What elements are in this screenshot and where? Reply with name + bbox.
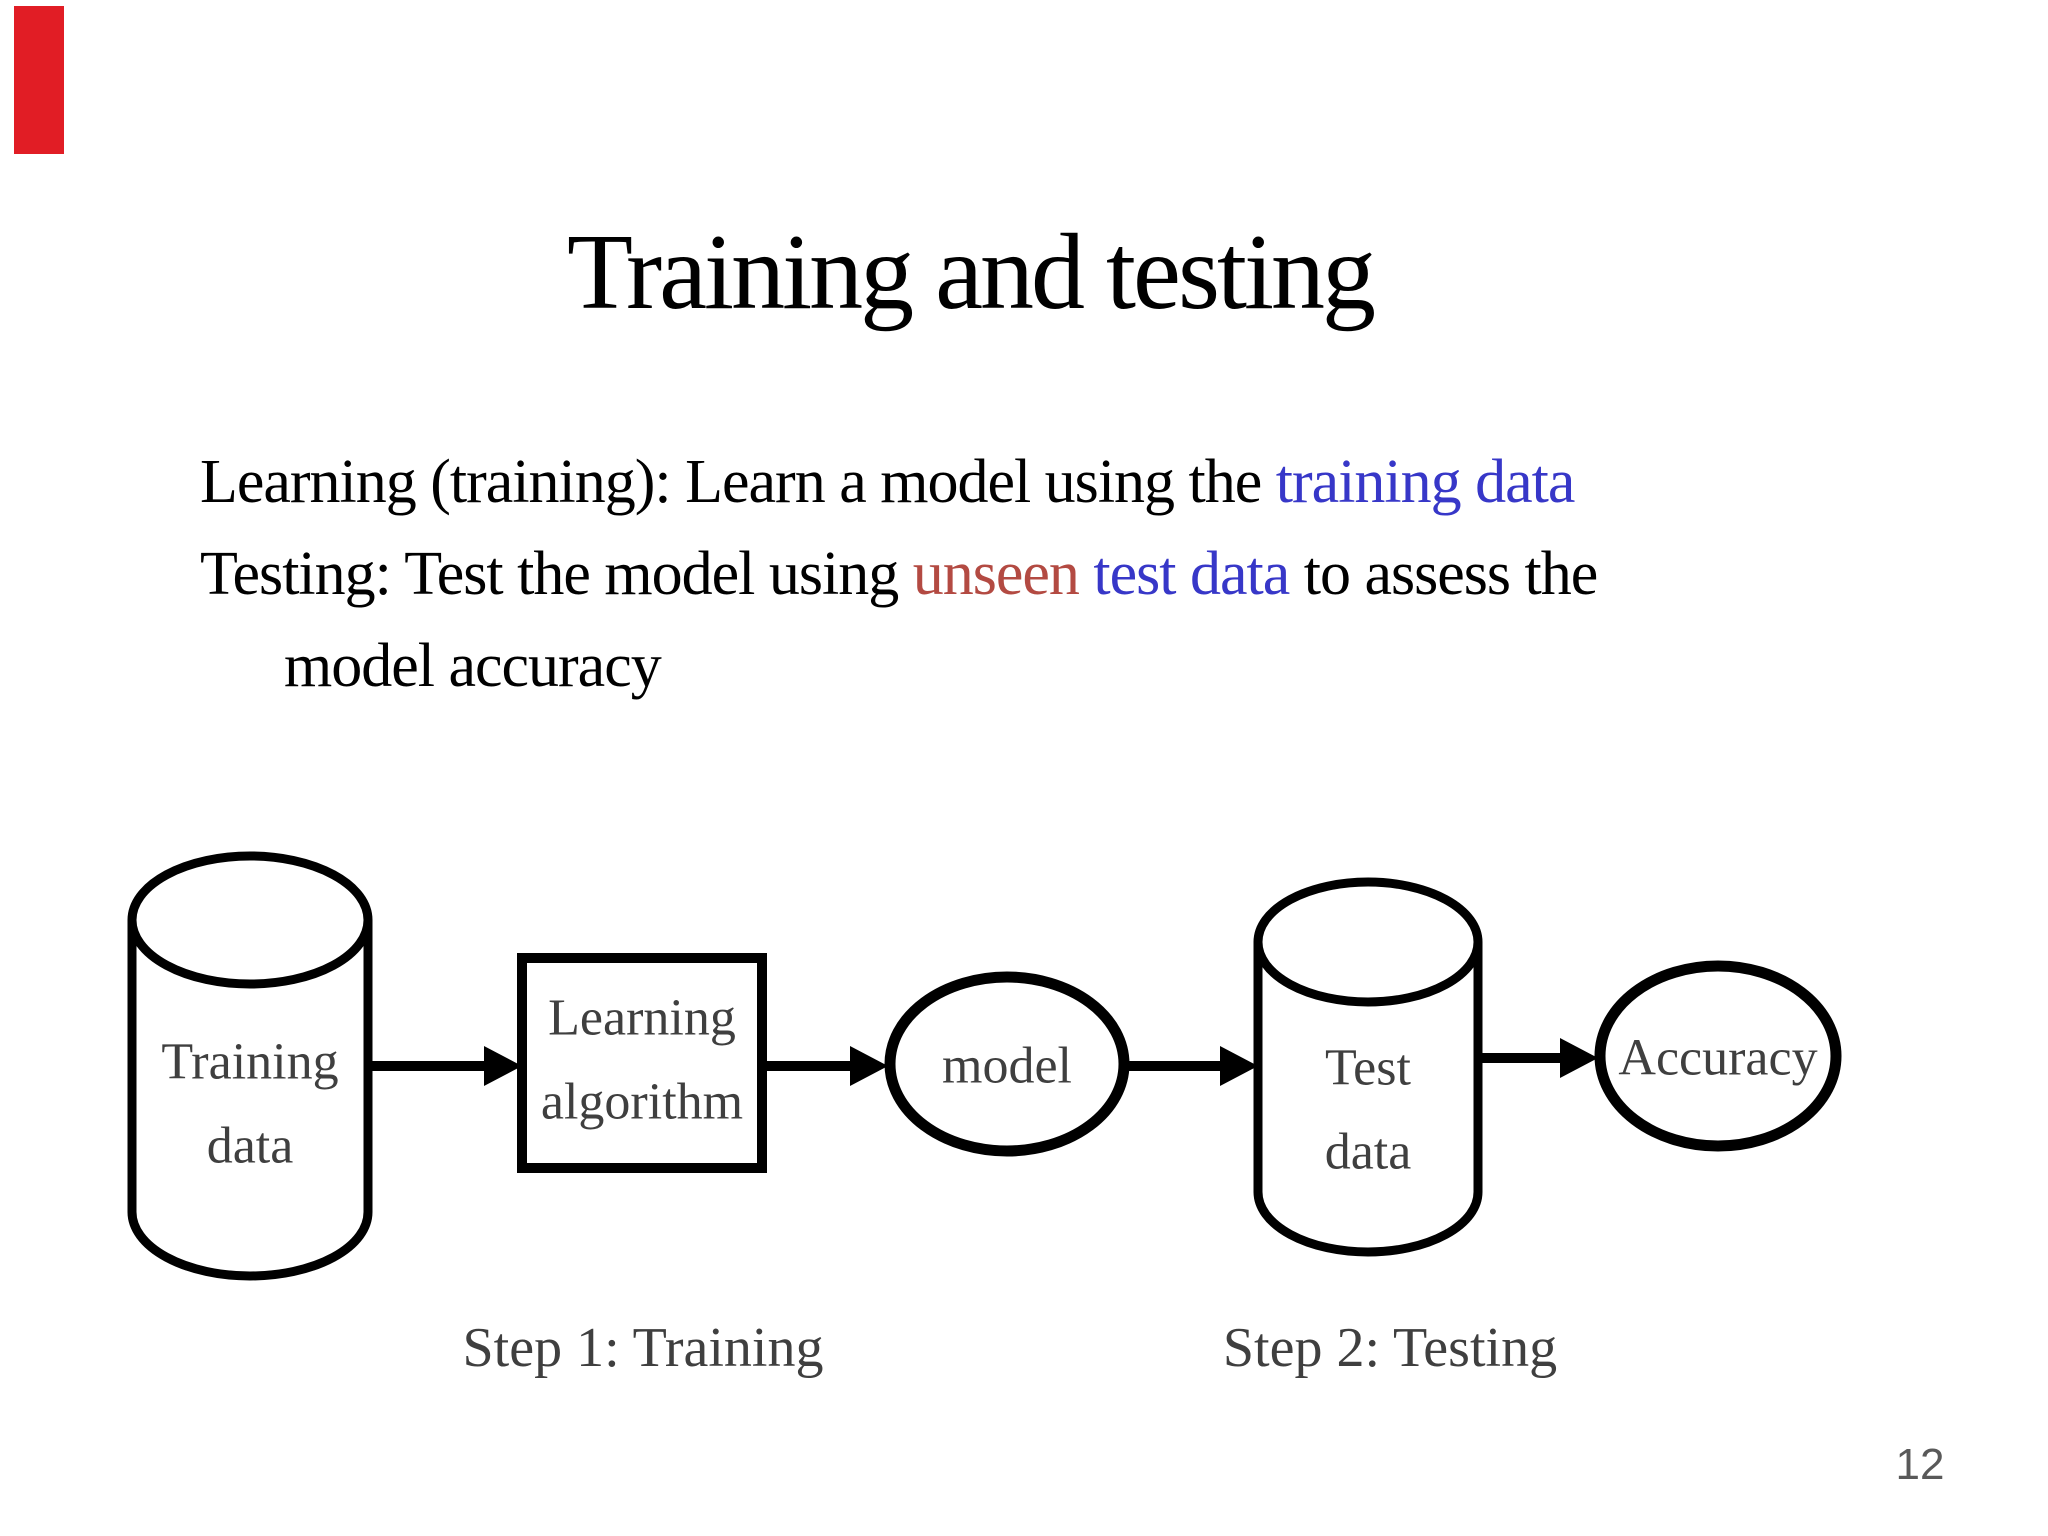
body-line-1: Learning (training): Learn a model using… <box>200 436 1920 528</box>
learning-algorithm-label-line1: Learning <box>548 990 736 1047</box>
model-label: model <box>942 1038 1072 1095</box>
node-learning-algorithm: Learning algorithm <box>517 953 767 1173</box>
learning-algorithm-label-line2: algorithm <box>541 1074 743 1131</box>
arrow-3-head <box>1220 1046 1258 1086</box>
training-data-label-line2: data <box>207 1118 294 1175</box>
accuracy-label: Accuracy <box>1618 1030 1817 1087</box>
page-number: 12 <box>1895 1440 1945 1489</box>
body-line-2: Testing: Test the model using unseen tes… <box>200 528 1920 620</box>
highlight-unseen: unseen <box>912 540 1080 608</box>
node-model: model <box>884 971 1130 1157</box>
body-line-1-text: Learning (training): Learn a model using… <box>200 448 1276 516</box>
test-data-label-line2: data <box>1325 1124 1412 1181</box>
training-data-cylinder-body <box>127 920 373 1281</box>
highlight-training-data: training data <box>1275 448 1576 516</box>
test-data-cylinder-top <box>1253 877 1483 1007</box>
arrow-2-head <box>850 1046 888 1086</box>
flow-diagram: Training data Learning algorithm model <box>127 851 1842 1379</box>
red-marker-bar <box>14 6 64 154</box>
test-data-label-line1: Test <box>1325 1040 1411 1097</box>
body-line-2-text: Testing: Test the model using <box>200 540 913 608</box>
body-line-2-suffix: to assess the <box>1289 540 1599 608</box>
page-title: Training and testing <box>566 213 1376 332</box>
body-text: Learning (training): Learn a model using… <box>200 436 1920 712</box>
test-data-cylinder-body <box>1253 942 1483 1257</box>
node-accuracy: Accuracy <box>1594 960 1842 1152</box>
training-data-label-line1: Training <box>161 1034 338 1091</box>
accuracy-ellipse <box>1594 960 1842 1152</box>
caption-step2: Step 2: Testing <box>1223 1317 1557 1379</box>
highlight-test-data: test data <box>1093 540 1290 608</box>
node-training-data: Training data <box>127 851 373 1281</box>
arrow-model-to-testdata <box>1126 1046 1258 1086</box>
arrow-training-to-algorithm <box>370 1046 522 1086</box>
arrow-4-head <box>1560 1038 1598 1078</box>
caption-step1: Step 1: Training <box>463 1317 824 1379</box>
arrow-1-head <box>484 1046 522 1086</box>
training-data-cylinder-top <box>127 851 373 989</box>
learning-algorithm-box <box>517 953 767 1173</box>
body-line-3: model accuracy <box>284 632 662 700</box>
model-ellipse <box>884 971 1130 1157</box>
node-test-data: Test data <box>1253 877 1483 1257</box>
arrow-algorithm-to-model <box>766 1046 888 1086</box>
body-line-2-sep <box>1079 540 1094 608</box>
arrow-testdata-to-accuracy <box>1480 1038 1598 1078</box>
